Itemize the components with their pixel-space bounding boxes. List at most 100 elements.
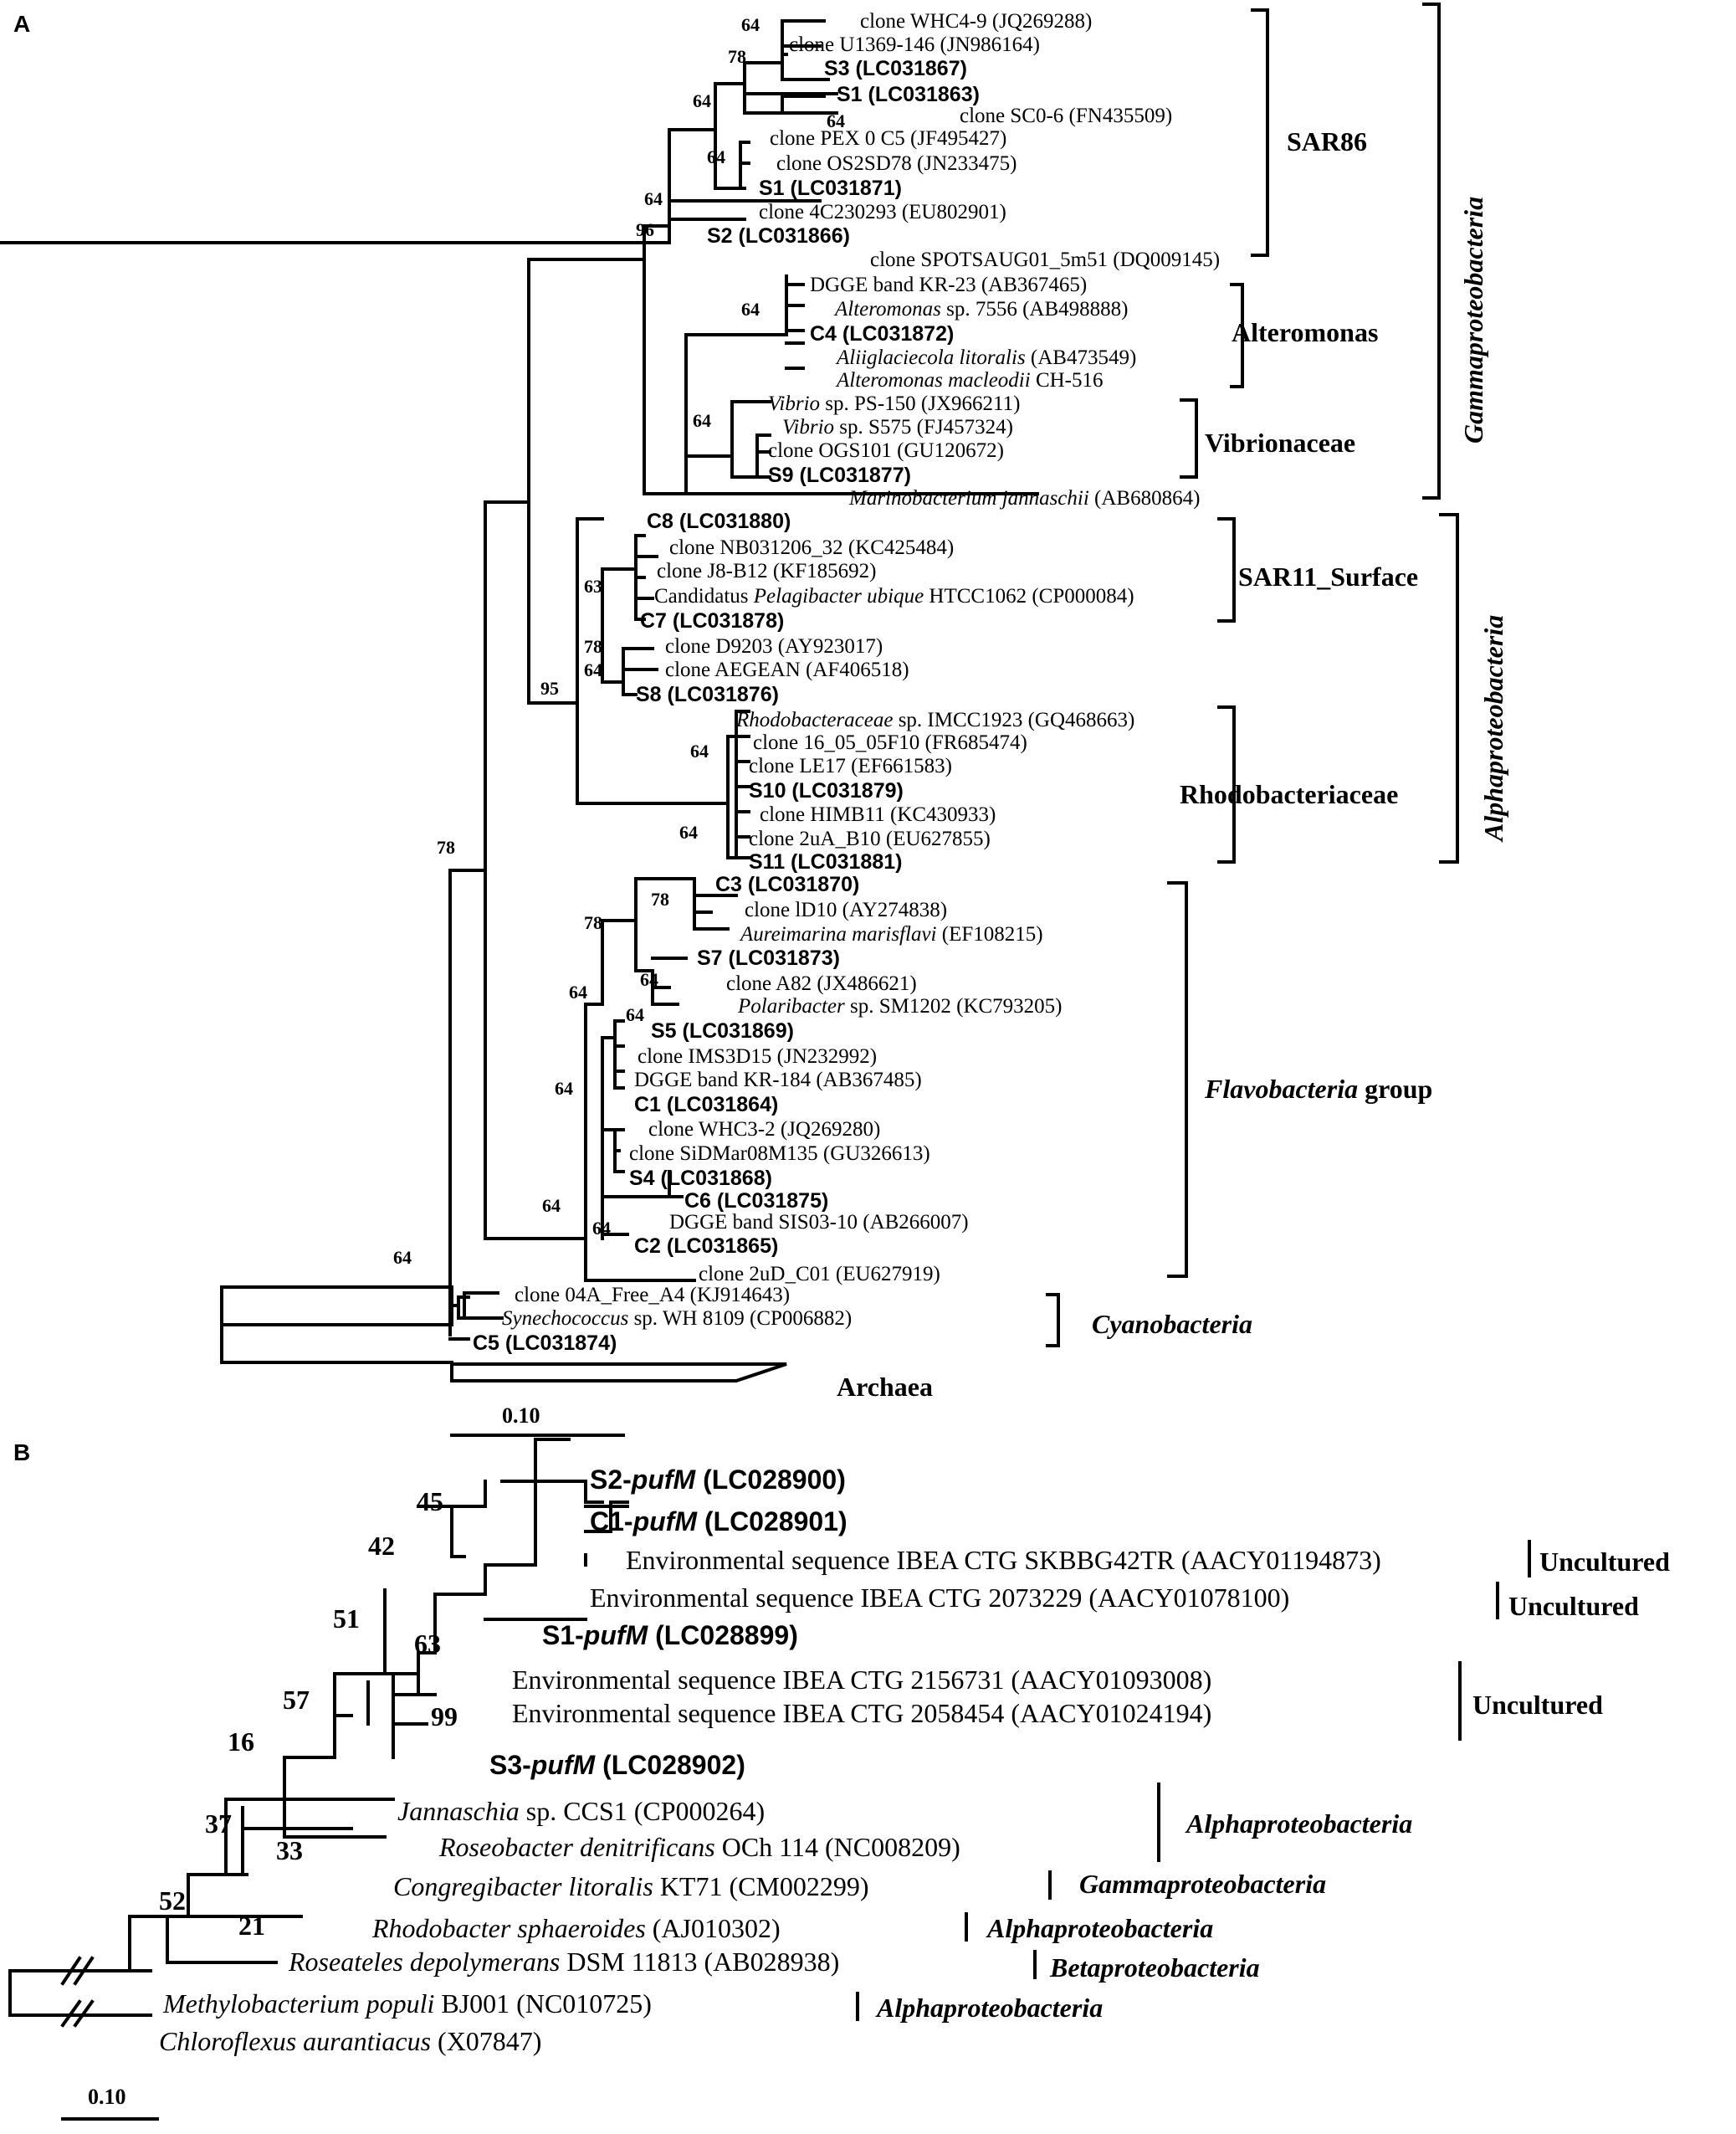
bootstrap-value: 78	[584, 912, 602, 933]
bootstrap-value: 64	[555, 1078, 573, 1099]
group-label-rest: group	[1358, 1074, 1432, 1104]
bootstrap-value: 51	[333, 1603, 360, 1634]
tip-label-rest: (LC028902)	[595, 1750, 745, 1780]
panel-b-tree-branches	[8, 1438, 629, 2028]
tip-label-italic: Alteromonas macleodii	[835, 369, 1031, 392]
tip-label-italic: Polaribacter	[737, 995, 845, 1018]
bootstrap-value: 63	[584, 576, 602, 597]
tip-label-rest: Candidatus	[654, 585, 754, 608]
bootstrap-value: 33	[276, 1835, 303, 1865]
tip-label: clone NB031206_32 (KC425484)	[669, 536, 954, 559]
bootstrap-value: 52	[159, 1885, 186, 1916]
tip-label: C1 (LC031864)	[634, 1093, 778, 1116]
tip-label: Alteromonas sp. 7556 (AB498888)	[833, 298, 1128, 321]
tip-label: Polaribacter sp. SM1202 (KC793205)	[737, 995, 1063, 1018]
tip-label: Environmental sequence IBEA CTG 2073229 …	[590, 1583, 1289, 1613]
tip-label-rest: (LC028899)	[648, 1620, 798, 1650]
tip-label-rest: sp. S575 (FJ457324)	[834, 416, 1013, 439]
tip-label: C3 (LC031870)	[715, 873, 859, 896]
tip-label-italic: Roseateles depolymerans	[288, 1947, 560, 1977]
panel-b-scale-label: 0.10	[88, 2085, 126, 2109]
tip-label: S1-pufM (LC028899)	[542, 1620, 798, 1650]
tip-label-italic: pufM	[631, 1465, 697, 1495]
tip-label: Environmental sequence IBEA CTG SKBBG42T…	[626, 1545, 1381, 1575]
tip-label: DGGE band KR-184 (AB367485)	[634, 1069, 922, 1091]
tip-label: clone WHC4-9 (JQ269288)	[860, 10, 1092, 33]
tip-label: C1-pufM (LC028901)	[590, 1506, 848, 1536]
group-label-vibrionaceae: Vibrionaceae	[1205, 428, 1355, 458]
tip-label: Vibrio sp. PS-150 (JX966211)	[768, 392, 1020, 415]
tip-label-rest: (LC028900)	[695, 1465, 846, 1495]
tip-label: S1 (LC031871)	[759, 177, 902, 200]
tip-label: DGGE band KR-23 (AB367465)	[810, 274, 1087, 296]
panel-b-tip-labels: S2-pufM (LC028900) C1-pufM (LC028901) En…	[159, 1465, 1381, 2056]
tip-label: Candidatus Pelagibacter ubique HTCC1062 …	[654, 585, 1134, 608]
tip-label: S2-pufM (LC028900)	[590, 1465, 846, 1495]
bracket-sar11	[1217, 517, 1236, 623]
panel-a-clade-brackets	[1046, 3, 1459, 1347]
bootstrap-value: 78	[728, 46, 746, 67]
bootstrap-value: 64	[693, 90, 711, 111]
bootstrap-value: 95	[540, 678, 559, 699]
tip-label-italic: Rhodobacteraceae	[735, 709, 893, 731]
tip-label-rest: S2-	[590, 1465, 632, 1495]
tip-label: clone OGS101 (GU120672)	[768, 439, 1004, 462]
group-label-alpha: Alphaproteobacteria	[1478, 615, 1508, 843]
group-label-uncultured: Uncultured	[1539, 1547, 1670, 1577]
tip-label: S2 (LC031866)	[707, 224, 850, 248]
tip-label: Congregibacter litoralis KT71 (CM002299)	[393, 1871, 869, 1901]
tip-label: clone 2uD_C01 (EU627919)	[699, 1263, 940, 1285]
tip-label: clone AEGEAN (AF406518)	[665, 659, 909, 681]
tip-label: clone J8-B12 (KF185692)	[657, 560, 876, 582]
group-label-flavobacteria: Flavobacteria group	[1204, 1074, 1432, 1104]
tip-label-italic: Pelagibacter ubique	[753, 585, 924, 608]
tip-label: Vibrio sp. S575 (FJ457324)	[782, 416, 1013, 439]
group-label-rhodobacteriaceae: Rhodobacteriaceae	[1180, 779, 1398, 809]
bootstrap-value: 64	[741, 299, 760, 320]
tip-label-rest: S3-	[489, 1750, 531, 1780]
tip-label: clone 2uA_B10 (EU627855)	[749, 828, 991, 850]
tip-label: DGGE band SIS03-10 (AB266007)	[669, 1211, 969, 1234]
tip-label-italic: Vibrio	[768, 392, 820, 415]
tip-label-italic: Vibrio	[782, 416, 834, 439]
group-label-uncultured: Uncultured	[1508, 1591, 1639, 1621]
tip-label: Rhodobacter sphaeroides (AJ010302)	[371, 1913, 781, 1943]
tip-label-rest: (LC028901)	[697, 1506, 848, 1536]
tip-label-italic: Marinobacterium jannaschii	[848, 487, 1089, 510]
tip-label-rest: KT71 (CM002299)	[653, 1871, 869, 1901]
tip-label: S10 (LC031879)	[749, 779, 904, 803]
tip-label: Alteromonas macleodii CH-516	[835, 369, 1104, 392]
tip-label-rest: DSM 11813 (AB028938)	[560, 1947, 839, 1977]
bootstrap-value: 64	[827, 110, 845, 131]
panel-b-bootstrap-values: 45 42 51 63 57 99 16 37 33 52 21	[159, 1486, 458, 1941]
tip-label-italic: Aureimarina marisflavi	[739, 923, 937, 946]
tip-label: clone LE17 (EF661583)	[749, 755, 952, 777]
group-label-cyanobacteria: Cyanobacteria	[1092, 1309, 1252, 1339]
tip-label: Methylobacterium populi BJ001 (NC010725)	[162, 1988, 652, 2019]
group-label-alphaproteobacteria: Alphaproteobacteria	[1185, 1808, 1412, 1839]
tip-label: S5 (LC031869)	[651, 1019, 794, 1043]
tip-label-rest: BJ001 (NC010725)	[434, 1988, 652, 2019]
group-label-alphaproteobacteria: Alphaproteobacteria	[986, 1913, 1213, 1943]
tip-label: clone HIMB11 (KC430933)	[760, 803, 996, 826]
tip-label: C4 (LC031872)	[810, 322, 954, 346]
bootstrap-value: 16	[228, 1726, 254, 1757]
tip-label-rest: C1-	[590, 1506, 633, 1536]
tip-label-rest: sp. SM1202 (KC793205)	[845, 995, 1063, 1018]
bracket-gamma	[1422, 3, 1441, 500]
tip-label: clone WHC3-2 (JQ269280)	[648, 1118, 880, 1141]
tip-label: S8 (LC031876)	[636, 683, 779, 706]
bootstrap-value: 64	[690, 741, 709, 762]
tip-label-italic: Chloroflexus aurantiacus	[159, 2026, 431, 2056]
tip-label: Chloroflexus aurantiacus (X07847)	[159, 2026, 541, 2056]
tip-label: S11 (LC031881)	[749, 850, 902, 874]
group-label-sar86: SAR86	[1287, 126, 1367, 156]
panel-b-label: B	[13, 1439, 30, 1465]
tip-label: Aliiglaciecola litoralis (AB473549)	[835, 346, 1136, 369]
bootstrap-value: 42	[368, 1531, 395, 1561]
tip-label: Aureimarina marisflavi (EF108215)	[739, 923, 1043, 946]
tip-label-italic: pufM	[583, 1620, 649, 1650]
tip-label: S9 (LC031877)	[768, 464, 911, 487]
tip-label-italic: Methylobacterium populi	[162, 1988, 434, 2019]
